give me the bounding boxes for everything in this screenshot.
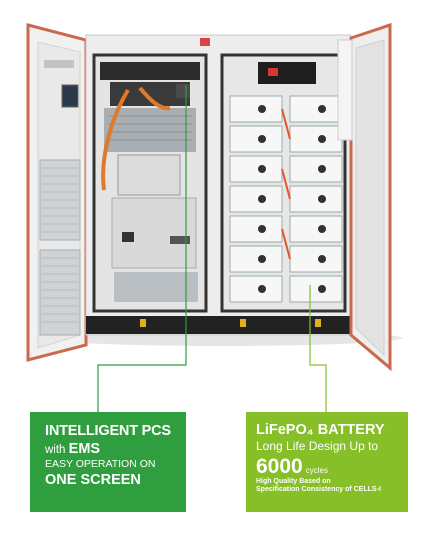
right-door (337, 22, 392, 372)
battery-long-life: Long Life Design Up to (256, 439, 379, 453)
battery-callout: LiFePO₄ BATTERY Long Life Design Up to 6… (246, 412, 408, 512)
pcs-one-screen: ONE SCREEN (45, 472, 141, 488)
left-door (26, 23, 88, 362)
pcs-with-label: with (45, 444, 69, 456)
battery-quality-line: High Quality Based on (256, 478, 331, 485)
pcs-compartment (92, 53, 208, 313)
battery-leader-line (309, 285, 327, 412)
pcs-callout: INTELLIGENT PCS with EMS EASY OPERATION … (30, 412, 186, 512)
battery-rack (220, 53, 347, 313)
battery-title: LiFePO₄ BATTERY (256, 422, 385, 438)
pcs-title: INTELLIGENT PCS (45, 423, 171, 439)
left-door-vent-bottom (39, 249, 81, 336)
battery-cycles-unit: cycles (305, 466, 328, 475)
battery-consistency-line: Specification Consistency of CELLS-I (256, 486, 381, 493)
battery-cycles-value: 6000 (256, 455, 303, 478)
pcs-easy-operation: EASY OPERATION ON (45, 458, 156, 470)
pcs-leader-line (97, 85, 187, 412)
pcs-ems-label: EMS (68, 441, 101, 457)
door-screen (61, 84, 79, 108)
